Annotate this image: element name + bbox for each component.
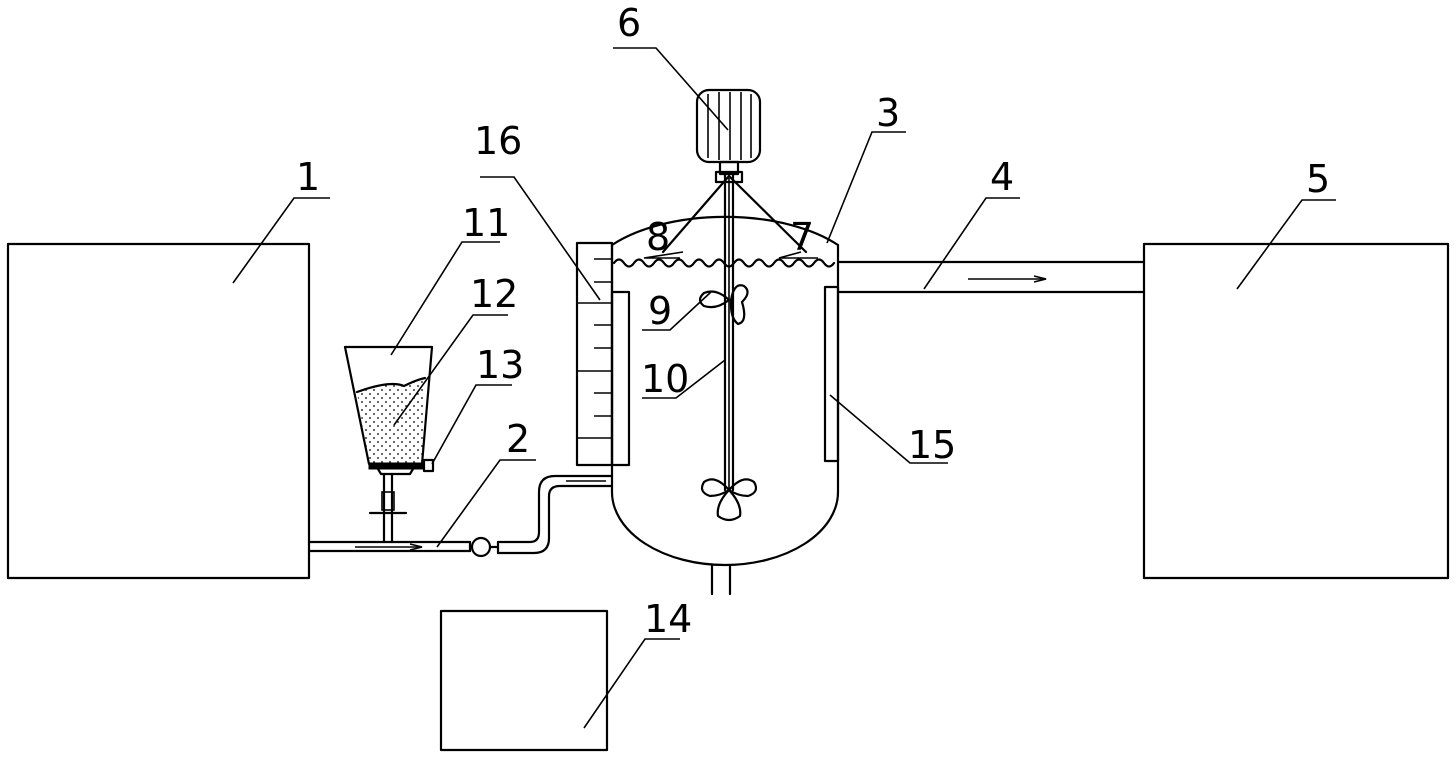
stirring-shaft [723, 172, 735, 492]
hopper [343, 345, 435, 544]
label-11: 11 [462, 201, 510, 245]
label-6: 6 [617, 1, 641, 45]
label-16: 16 [474, 119, 522, 163]
label-1: 1 [296, 155, 320, 199]
label-8: 8 [646, 215, 670, 259]
box-1 [6, 242, 311, 580]
box-5 [1142, 242, 1450, 580]
spray-line-7 [727, 174, 808, 254]
jacket-15 [823, 285, 840, 463]
bottom-propeller [700, 478, 758, 522]
blade-9 [698, 284, 749, 326]
label-5: 5 [1306, 157, 1330, 201]
label-14: 14 [644, 597, 692, 641]
label-13: 13 [476, 343, 524, 387]
pump-icon [470, 536, 492, 558]
feed-pipe [307, 474, 614, 558]
label-12: 12 [470, 272, 518, 316]
jacket-left [610, 290, 631, 467]
label-9: 9 [648, 289, 672, 333]
material-fill [357, 378, 425, 464]
label-3: 3 [876, 91, 900, 135]
label-15: 15 [908, 423, 956, 467]
scale-16 [575, 241, 614, 467]
motor [695, 88, 762, 184]
box-14 [439, 609, 609, 752]
leader-lines [232, 47, 1336, 729]
label-2: 2 [506, 417, 530, 461]
valve-13 [368, 462, 424, 470]
outlet-pipe [836, 260, 1146, 294]
spray-line-8 [661, 174, 731, 254]
label-10: 10 [641, 357, 689, 401]
label-7: 7 [790, 215, 814, 259]
label-4: 4 [990, 155, 1014, 199]
